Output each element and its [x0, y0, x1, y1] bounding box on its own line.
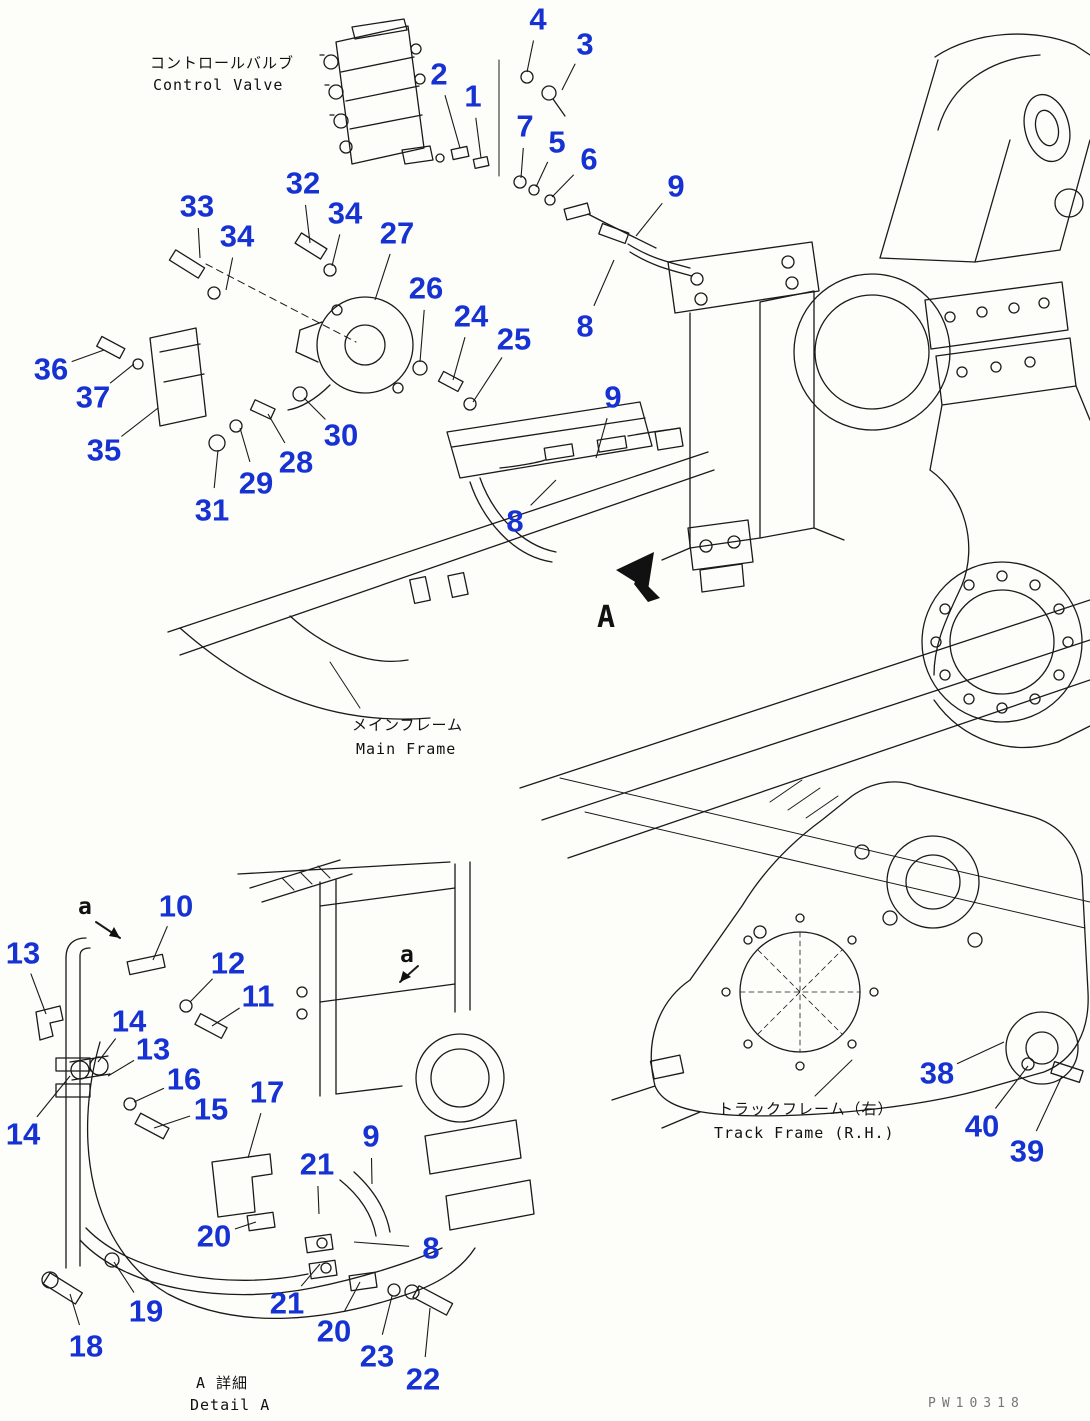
part-callout-8: 8 — [576, 308, 594, 344]
part-callout-13: 13 — [135, 1031, 171, 1067]
part-callout-31: 31 — [194, 492, 230, 528]
part-callout-2: 2 — [430, 56, 448, 92]
part-callout-24: 24 — [453, 298, 489, 334]
control-valve-drawing — [319, 18, 445, 165]
part-callout-27: 27 — [379, 215, 415, 251]
main-frame-label-en: Main Frame — [356, 740, 457, 758]
part-callout-9: 9 — [604, 379, 622, 415]
part-callout-17: 17 — [249, 1074, 285, 1110]
part-callout-14: 14 — [111, 1003, 147, 1039]
valve-cover-drawing — [96, 232, 477, 452]
part-callout-23: 23 — [359, 1338, 395, 1374]
control-valve-label-jp: コントロールバルブ — [150, 54, 295, 72]
detail-a-drawing — [35, 859, 535, 1319]
part-callout-25: 25 — [496, 321, 532, 357]
part-callout-21: 21 — [269, 1285, 305, 1321]
part-callout-36: 36 — [33, 351, 69, 387]
part-callout-12: 12 — [210, 945, 246, 981]
part-callout-4: 4 — [529, 1, 547, 37]
part-callout-34: 34 — [327, 195, 363, 231]
part-callout-40: 40 — [964, 1108, 1000, 1144]
detail-ref-letter-1: a — [78, 894, 92, 920]
part-callout-29: 29 — [238, 465, 274, 501]
part-callout-22: 22 — [405, 1361, 441, 1397]
part-callout-11: 11 — [241, 978, 275, 1014]
part-callout-38: 38 — [919, 1055, 955, 1091]
part-callout-20: 20 — [196, 1218, 232, 1254]
part-callout-34: 34 — [219, 218, 255, 254]
view-letter-a: A — [597, 600, 616, 635]
part-callout-18: 18 — [68, 1328, 104, 1364]
part-callout-35: 35 — [86, 432, 122, 468]
detail-a-label-jp: A 詳細 — [196, 1374, 249, 1392]
main-frame-label-jp: メインフレーム — [352, 716, 464, 734]
part-callout-1: 1 — [464, 78, 482, 114]
part-callout-26: 26 — [408, 270, 444, 306]
part-callout-6: 6 — [580, 141, 598, 177]
control-valve-label-en: Control Valve — [153, 76, 284, 94]
detail-a-label-en: Detail A — [190, 1396, 271, 1414]
part-callout-3: 3 — [576, 26, 594, 62]
part-callout-7: 7 — [516, 108, 534, 144]
track-frame-label-jp: トラックフレーム（右） — [718, 1100, 894, 1118]
part-callout-32: 32 — [285, 165, 321, 201]
view-arrow-a — [616, 552, 660, 602]
detail-ref-letter-2: a — [400, 942, 414, 968]
doc-code: PW10318 — [928, 1396, 1025, 1411]
track-frame-drawing — [611, 779, 1089, 1129]
part-callout-20: 20 — [316, 1313, 352, 1349]
part-callout-39: 39 — [1009, 1133, 1045, 1169]
part-callout-33: 33 — [179, 188, 215, 224]
part-callout-14: 14 — [5, 1116, 41, 1152]
part-callout-5: 5 — [548, 124, 566, 160]
part-callout-16: 16 — [166, 1061, 202, 1097]
part-callout-10: 10 — [158, 888, 194, 924]
part-callout-19: 19 — [128, 1293, 164, 1329]
part-callout-13: 13 — [5, 935, 41, 971]
top-fittings-drawing — [450, 59, 693, 277]
part-callout-30: 30 — [323, 417, 359, 453]
part-callout-21: 21 — [299, 1146, 335, 1182]
part-callout-9: 9 — [667, 168, 685, 204]
part-callout-28: 28 — [278, 444, 314, 480]
part-callout-37: 37 — [75, 379, 111, 415]
part-callout-8: 8 — [506, 503, 524, 539]
main-frame-drawing — [167, 33, 1090, 929]
track-frame-label-en: Track Frame (R.H.) — [714, 1124, 895, 1142]
part-callout-9: 9 — [362, 1118, 380, 1154]
part-callout-8: 8 — [422, 1230, 440, 1266]
part-callout-15: 15 — [193, 1091, 229, 1127]
